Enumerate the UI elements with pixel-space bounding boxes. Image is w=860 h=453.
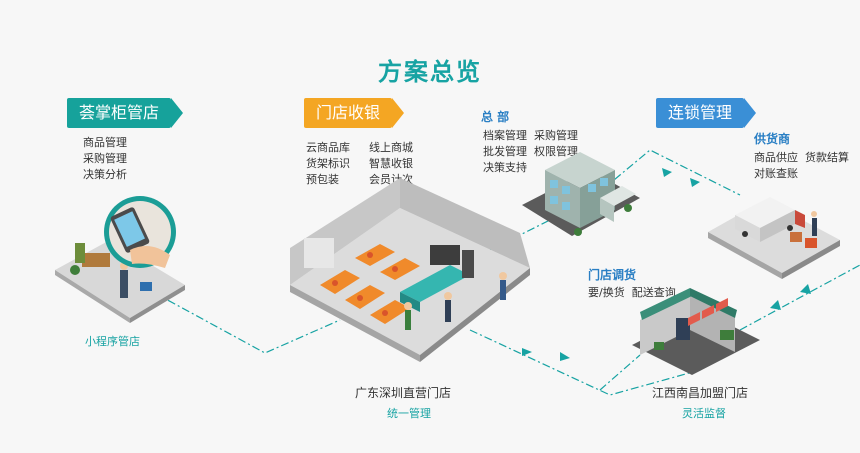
flow-line-bottom	[469, 329, 701, 396]
tag-tail	[744, 98, 757, 128]
tag-tail	[392, 98, 405, 128]
supplier-feature-list: 商品供应 货款结算 对账查账	[754, 150, 849, 182]
transfer-feature: 要/换货 配送查询	[588, 286, 676, 299]
tag-label: 荟掌柜管店	[79, 103, 160, 122]
arrow-icon	[690, 178, 700, 187]
transfer-heading: 门店调货	[588, 268, 637, 282]
tag-chain-management: 连锁管理	[656, 98, 757, 128]
caption-unified-management: 统一管理	[387, 407, 431, 420]
list-item: 线上商城	[369, 141, 413, 154]
list-item: 云商品库	[306, 141, 350, 154]
tag-store-cashier: 门店收银	[304, 98, 405, 128]
left-feature-list: 商品管理 采购管理 决策分析	[83, 135, 127, 183]
flow-line-right	[739, 264, 860, 331]
supplier-heading: 供货商	[754, 132, 791, 146]
list-item: 决策分析	[83, 168, 127, 181]
arrow-icon	[560, 352, 570, 361]
flow-line-mid	[599, 354, 641, 391]
arrow-icon	[662, 168, 672, 177]
list-item: 采购管理	[83, 152, 127, 165]
list-item: 货架标识	[306, 157, 350, 170]
arrow-icon	[770, 300, 781, 310]
caption-franchise-store: 江西南昌加盟门店	[652, 386, 749, 400]
list-item: 预包装	[306, 173, 339, 186]
tag-label: 门店收银	[316, 103, 381, 122]
arrow-icon	[800, 284, 811, 294]
page-title: 方案总览	[378, 58, 482, 86]
caption-mini-program: 小程序管店	[85, 335, 140, 348]
list-item: 档案管理 采购管理	[483, 129, 578, 142]
caption-flexible-supervision: 灵活监督	[682, 407, 726, 420]
list-item: 决策支持	[483, 161, 527, 174]
arrow-icon	[522, 348, 532, 356]
caption-direct-store: 广东深圳直营门店	[355, 386, 452, 400]
hq-heading: 总 部	[481, 110, 510, 124]
list-item: 对账查账	[754, 167, 798, 180]
tag-label: 连锁管理	[668, 103, 733, 122]
list-item: 商品管理	[83, 136, 127, 149]
tag-mini-program: 荟掌柜管店	[67, 98, 184, 128]
store-feature-col1: 云商品库 货架标识 预包装	[306, 140, 350, 188]
hq-feature-list: 档案管理 采购管理 批发管理 权限管理 决策支持	[483, 128, 578, 176]
list-item: 批发管理 权限管理	[483, 145, 578, 158]
list-item: 智慧收银	[369, 157, 413, 170]
tag-tail	[171, 98, 184, 128]
list-item: 商品供应 货款结算	[754, 151, 849, 164]
flow-line-hq-chain	[589, 149, 741, 201]
flow-line-left	[139, 284, 341, 354]
